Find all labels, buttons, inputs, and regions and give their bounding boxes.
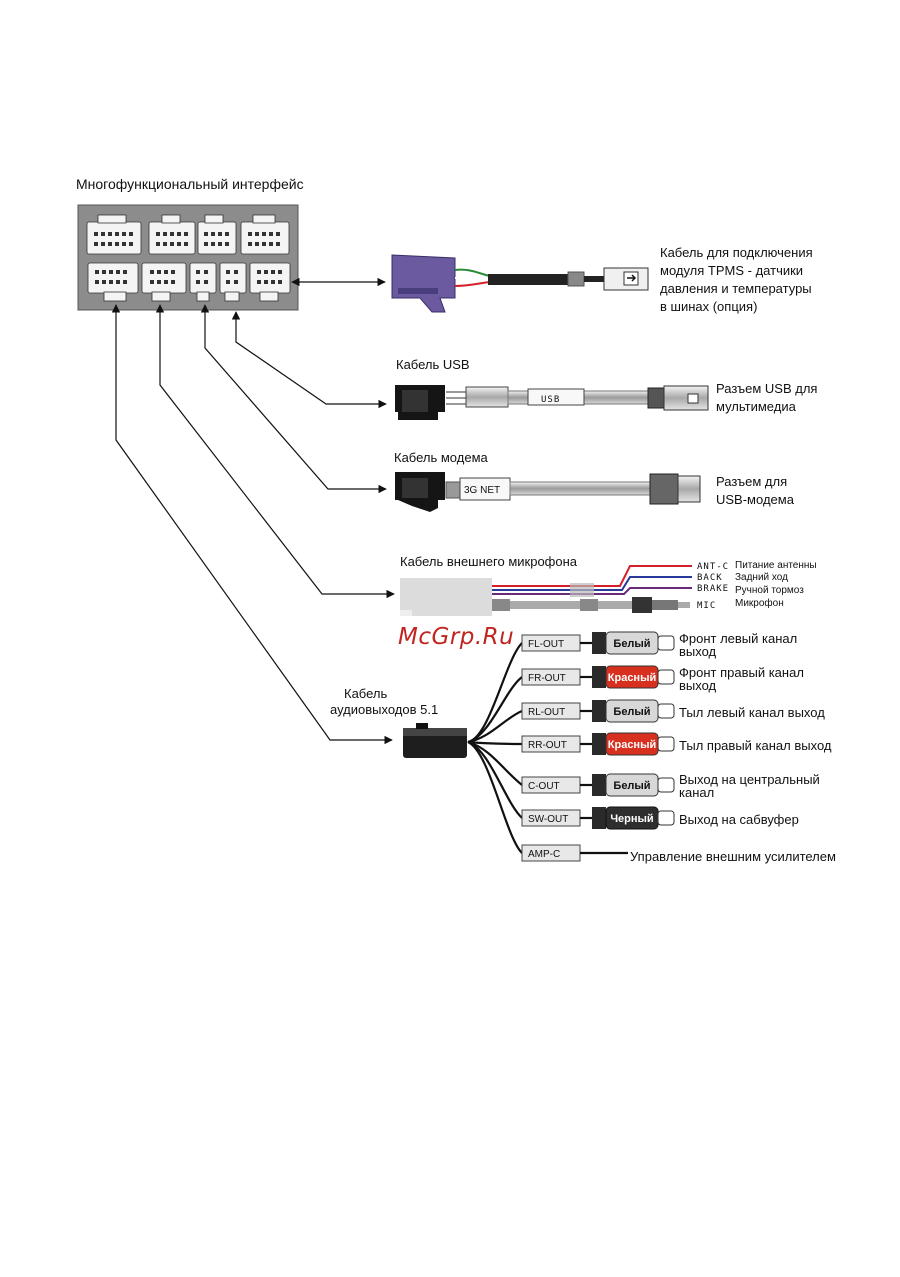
audio-tag-rr: RR-OUT [528, 740, 567, 751]
audio-tag-c: C-OUT [528, 781, 560, 792]
audio-desc-amp-1: Управление внешним усилителем [630, 849, 836, 864]
audio-desc-c-2: канал [679, 785, 715, 800]
tpms-label-3: давления и температуры [660, 281, 812, 296]
audio-arrow [111, 304, 393, 745]
usb-arrow [231, 311, 387, 409]
audio-desc-fr-2: выход [679, 678, 717, 693]
audio-row-fr [521, 665, 675, 689]
usb-cable-tag: USB [541, 395, 560, 405]
audio-tag-fl: FL-OUT [528, 639, 564, 650]
mic-cable [400, 565, 692, 616]
modem-label-1: Разъем для [716, 474, 788, 489]
audio-row-amp [521, 844, 628, 862]
interface-title: Многофункциональный интерфейс [76, 176, 304, 192]
audio-desc-fl-1: Фронт левый канал [679, 631, 798, 646]
audio-row-c [521, 773, 675, 797]
audio-tag-rl: RL-OUT [528, 707, 565, 718]
plug-label-rl: Белый [613, 706, 650, 718]
tpms-label-4: в шинах (опция) [660, 299, 758, 314]
audio-row-sw [521, 806, 675, 830]
audio-title-1: Кабель [344, 686, 388, 701]
tpms-label-2: модуля TPMS - датчики [660, 263, 804, 278]
audio-desc-fl-2: выход [679, 644, 717, 659]
connector-bottom-row [87, 262, 291, 302]
connection-lines [111, 277, 395, 745]
audio-tag-sw: SW-OUT [528, 814, 568, 825]
mic-wire-desc-3: Микрофон [735, 598, 784, 609]
usb-title: Кабель USB [396, 357, 470, 372]
audio-title-2: аудиовыходов 5.1 [330, 702, 439, 717]
mic-wire-code-0: ANT-C [697, 562, 729, 572]
modem-title: Кабель модема [394, 450, 488, 465]
plug-label-fr: Красный [608, 672, 656, 684]
plug-label-sw: Черный [610, 813, 653, 825]
audio-row-rl [521, 699, 675, 723]
audio-desc-rl-1: Тыл левый канал выход [679, 705, 825, 720]
tpms-label-1: Кабель для подключения [660, 245, 813, 260]
audio-tag-fr: FR-OUT [528, 673, 566, 684]
audio-row-rr [521, 732, 675, 756]
connector-top-row [86, 214, 290, 255]
audio-row-fl [521, 631, 675, 655]
plug-label-c: Белый [613, 780, 650, 792]
modem-arrow [200, 304, 387, 494]
tpms-cable [391, 254, 649, 313]
mic-wire-code-1: BACK [697, 573, 723, 583]
audio-tag-amp: AMP-C [528, 849, 560, 860]
mic-wire-desc-1: Задний ход [735, 572, 788, 583]
mic-wire-code-2: BRAKE [697, 584, 729, 594]
modem-cable [395, 472, 701, 512]
usb-label-1: Разъем USB для [716, 381, 818, 396]
audio-desc-fr-1: Фронт правый канал [679, 665, 804, 680]
audio-output-rows [521, 631, 675, 862]
audio-desc-c-1: Выход на центральный [679, 772, 820, 787]
mic-wire-code-3: MIC [697, 601, 716, 611]
modem-cable-tag: 3G NET [464, 485, 500, 496]
mic-title: Кабель внешнего микрофона [400, 554, 578, 569]
audio-desc-sw-1: Выход на сабвуфер [679, 812, 799, 827]
modem-label-2: USB-модема [716, 492, 794, 507]
mic-wire-desc-0: Питание антенны [735, 560, 817, 571]
plug-label-rr: Красный [608, 739, 656, 751]
usb-label-2: мультимедиа [716, 399, 796, 414]
mic-wire-desc-2: Ручной тормоз [735, 585, 804, 596]
audio-desc-rr-1: Тыл правый канал выход [679, 738, 832, 753]
audio-cable [403, 642, 523, 854]
usb-cable [395, 385, 709, 420]
interface-block [77, 204, 299, 311]
watermark: McGrp.Ru [398, 624, 515, 650]
plug-label-fl: Белый [613, 638, 650, 650]
